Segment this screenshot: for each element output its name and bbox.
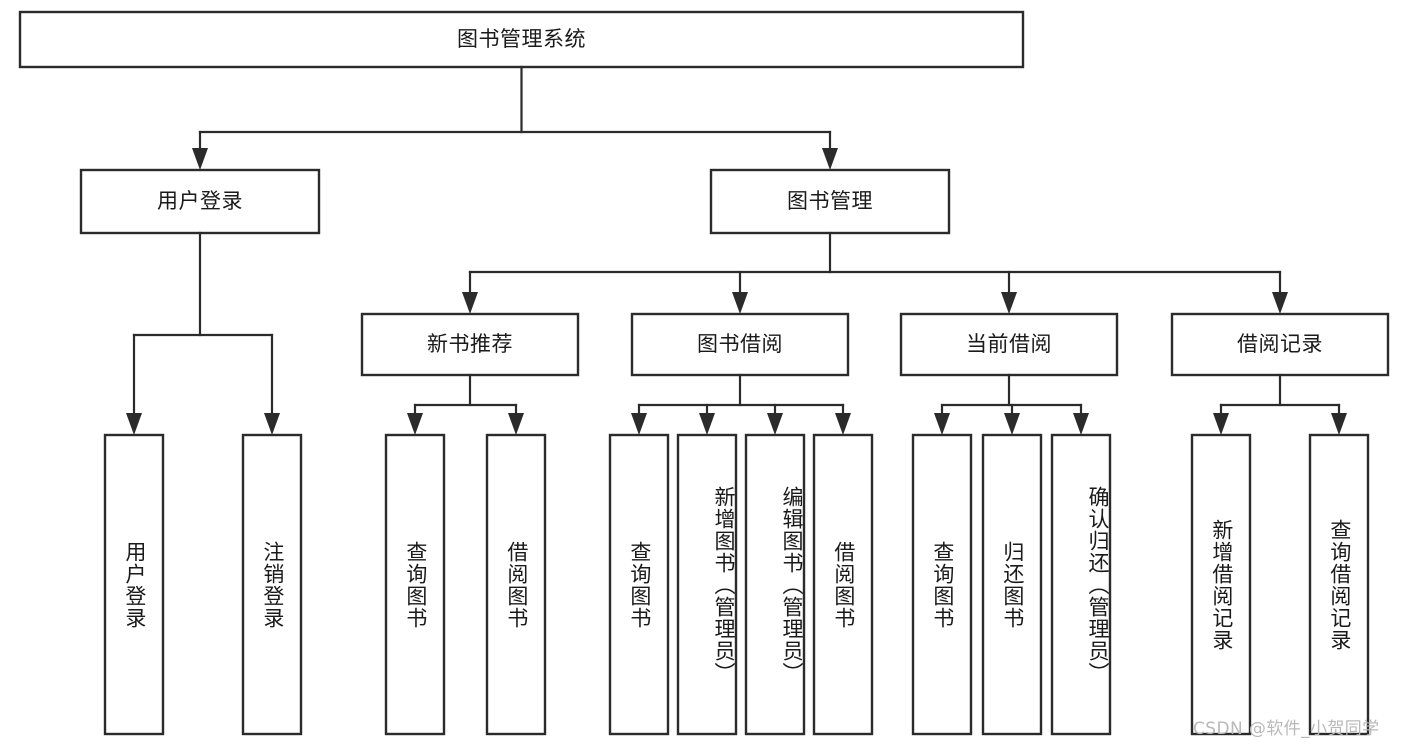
leaf-box-edit-book-admin[interactable] <box>744 433 806 736</box>
leaf-box-logout-login[interactable] <box>241 433 303 736</box>
arrow-to-book-borrow <box>732 292 748 314</box>
node-box-book-borrow[interactable] <box>630 312 850 377</box>
arrow-to-leaf-query-borrow-record <box>1331 413 1347 435</box>
arrow-to-current-borrow <box>1001 292 1017 314</box>
arrow-to-leaf-query-book-recommend <box>407 413 423 435</box>
leaf-box-user-login[interactable] <box>103 433 165 736</box>
arrow-to-leaf-logout-login <box>264 413 280 435</box>
connector-borrow-record-to-leaves <box>1213 373 1347 435</box>
node-box-root[interactable] <box>18 10 1025 69</box>
box-group-leaves <box>103 433 1370 736</box>
box-group-level3 <box>360 312 1390 377</box>
node-box-current-borrow[interactable] <box>899 312 1119 377</box>
connector-user-login-to-leaves <box>126 231 280 435</box>
leaf-box-confirm-return-admin[interactable] <box>1050 433 1112 736</box>
arrow-to-leaf-confirm-return-admin <box>1073 413 1089 435</box>
arrow-to-leaf-add-borrow-record <box>1213 413 1229 435</box>
arrow-to-borrow-record <box>1272 292 1288 314</box>
leaf-box-add-borrow-record[interactable] <box>1190 433 1252 736</box>
arrow-to-leaf-borrow-book <box>835 413 851 435</box>
leaf-box-query-book-borrow[interactable] <box>608 433 670 736</box>
arrow-to-book-management <box>822 148 838 170</box>
box-group-level2 <box>79 168 951 235</box>
connector-current-borrow-to-leaves <box>934 373 1089 435</box>
arrow-to-leaf-query-book-borrow <box>631 413 647 435</box>
node-box-book-management[interactable] <box>709 168 951 235</box>
connector-new-book-recommend-to-leaves <box>407 373 524 435</box>
leaf-box-query-borrow-record[interactable] <box>1308 433 1370 736</box>
node-box-new-book-recommend[interactable] <box>360 312 580 377</box>
node-box-borrow-record[interactable] <box>1170 312 1390 377</box>
connector-root-to-level2 <box>192 65 838 170</box>
arrow-to-new-book-recommend <box>462 292 478 314</box>
arrow-to-leaf-return-book <box>1004 413 1020 435</box>
arrow-to-leaf-edit-book-admin <box>767 413 783 435</box>
node-box-user-login[interactable] <box>79 168 321 235</box>
box-group-root <box>18 10 1025 69</box>
arrow-to-leaf-query-book-current <box>934 413 950 435</box>
arrow-to-user-login <box>192 148 208 170</box>
leaf-box-return-book[interactable] <box>981 433 1043 736</box>
arrow-to-leaf-add-book-admin <box>699 413 715 435</box>
leaf-box-borrow-book[interactable] <box>812 433 874 736</box>
leaf-box-query-book-current[interactable] <box>911 433 973 736</box>
leaf-box-query-book-recommend[interactable] <box>384 433 446 736</box>
connector-book-borrow-to-leaves <box>631 373 851 435</box>
arrow-to-leaf-borrow-book-recommend <box>508 413 524 435</box>
connector-book-management-to-level3 <box>462 231 1288 314</box>
leaf-box-add-book-admin[interactable] <box>676 433 738 736</box>
leaf-box-borrow-book-recommend[interactable] <box>485 433 547 736</box>
arrow-to-leaf-user-login <box>126 413 142 435</box>
